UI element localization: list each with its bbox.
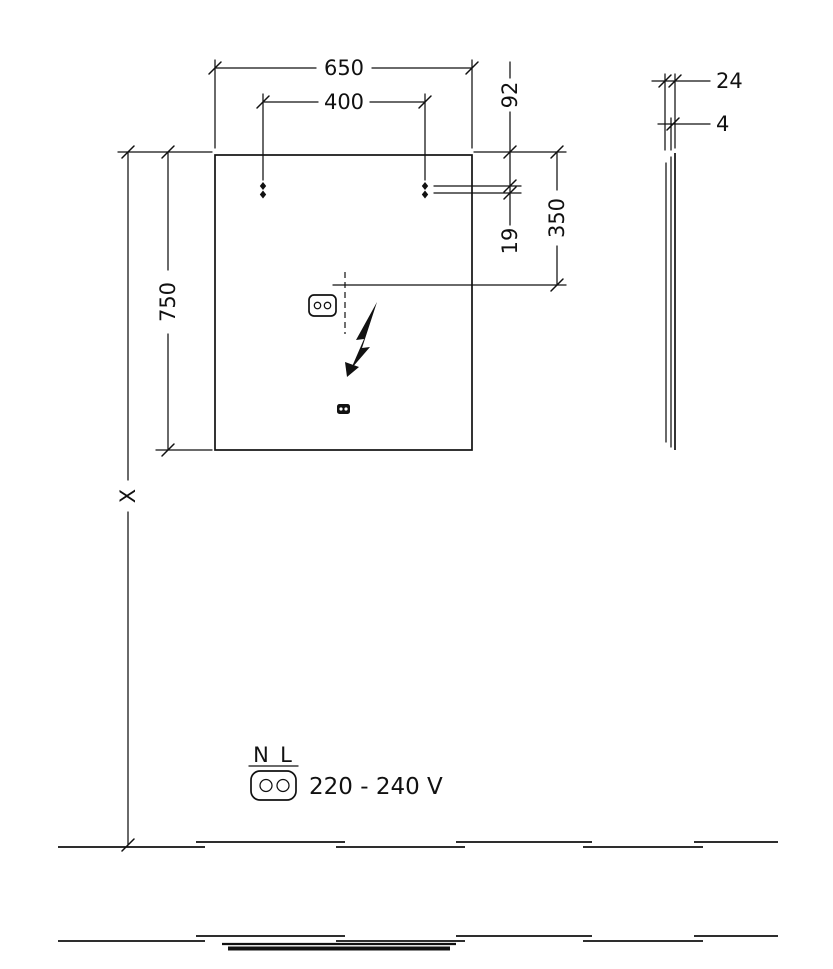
- floor-line-lower: [58, 935, 778, 942]
- mount-point-icon: [259, 182, 267, 199]
- dimension-lines: [117, 59, 567, 846]
- line-label: L: [280, 743, 292, 767]
- dimension-ticks: [121, 61, 682, 852]
- neutral-label: N: [253, 743, 269, 767]
- mount-point-icon: [421, 182, 429, 199]
- dim-glass-label: 4: [716, 112, 729, 136]
- floor-lines: [58, 841, 778, 951]
- floor-line-upper: [58, 841, 778, 848]
- side-view: [651, 73, 711, 450]
- front-view: [214, 154, 473, 451]
- dim-depth-label: 24: [716, 69, 743, 93]
- dim-hook-gap-label: 19: [498, 228, 522, 255]
- dim-top-to-hook-label: 92: [498, 82, 522, 109]
- side-profile: [665, 153, 676, 450]
- dim-floor-distance-label: X: [116, 489, 140, 503]
- dim-top-to-connection-label: 350: [545, 198, 569, 238]
- switch-sensor-icon: [337, 404, 350, 414]
- dim-height-label: 750: [156, 282, 180, 322]
- power-socket-icon: [308, 294, 337, 317]
- mirror-outline: [214, 154, 473, 451]
- voltage-label: 220 - 240 V: [309, 774, 443, 800]
- dim-mount-spacing-label: 400: [324, 90, 364, 114]
- dim-width-label: 650: [324, 56, 364, 80]
- dimension-labels: 650 400 92 19 350 750 X 24 4: [116, 56, 743, 503]
- mains-connection: N L 220 - 240 V: [248, 743, 443, 801]
- mains-socket-icon: [250, 770, 297, 801]
- lightning-bolt-icon: [345, 302, 377, 377]
